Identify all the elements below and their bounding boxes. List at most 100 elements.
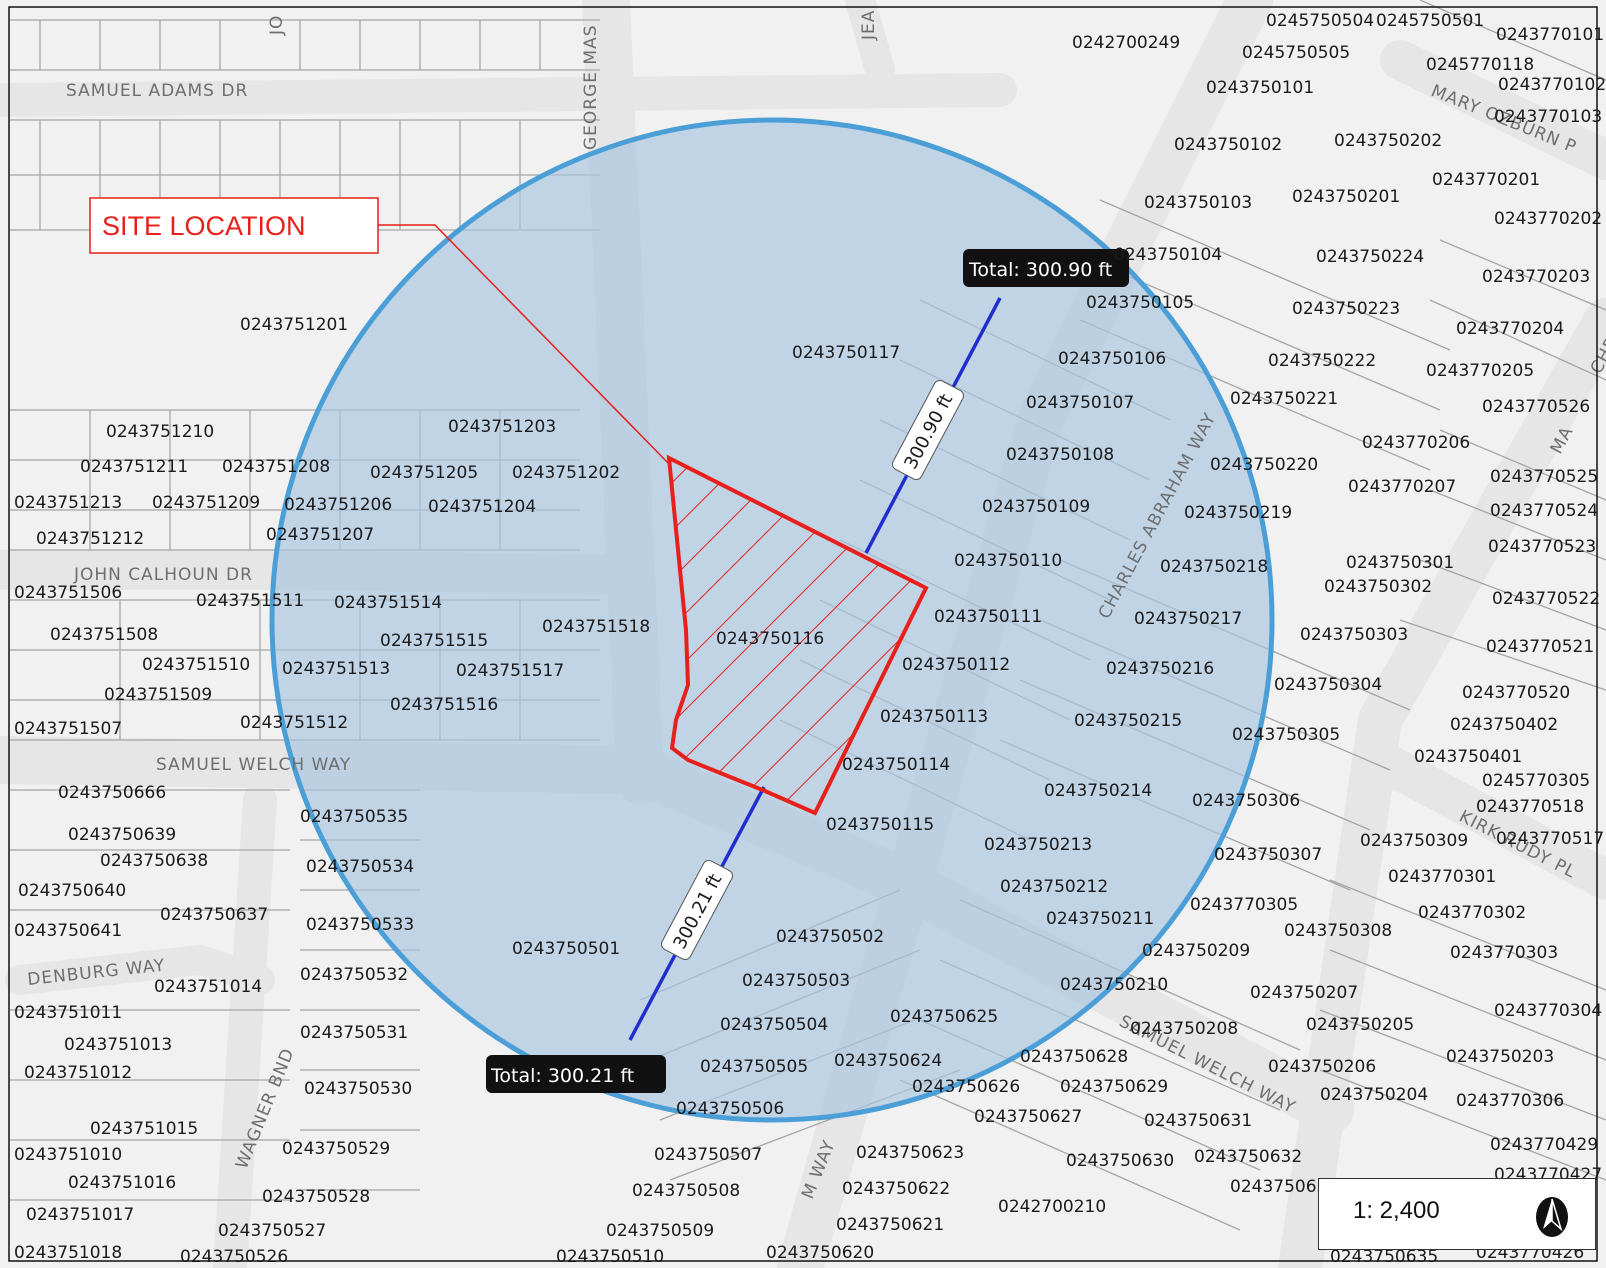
site-leader-line (378, 224, 672, 467)
parcel-label: 0243770203 (1482, 267, 1590, 287)
parcel-label: 0243750506 (676, 1099, 784, 1119)
parcel-label: 0243751508 (50, 625, 158, 645)
parcel-label: 0243770206 (1362, 433, 1470, 453)
parcel-label: 0243751205 (370, 463, 478, 483)
parcel-label: 0243750207 (1250, 983, 1358, 1003)
parcel-label: 0243751507 (14, 719, 122, 739)
parcel-label: 0243750214 (1044, 781, 1152, 801)
parcel-label: 0243750209 (1142, 941, 1250, 961)
street-label: GEORGE MAS (581, 24, 601, 150)
parcel-label: 0243750203 (1446, 1047, 1554, 1067)
parcel-label: 0243770520 (1462, 683, 1570, 703)
parcel-label: 0243750640 (18, 881, 126, 901)
parcel-label: 0243750531 (300, 1023, 408, 1043)
parcel-label: 0243750625 (890, 1007, 998, 1027)
parcel-label: 0243750641 (14, 921, 122, 941)
parcel-label: 0245750504 (1266, 11, 1374, 31)
parcel-label: 0243750666 (58, 783, 166, 803)
parcel-label: 0243750204 (1320, 1085, 1428, 1105)
parcel-label: 0243751010 (14, 1145, 122, 1165)
street-label: JOHN CALHOUN DR (73, 565, 253, 585)
parcel-label: 0243750103 (1144, 193, 1252, 213)
parcel-label: 0243751201 (240, 315, 348, 335)
parcel-label: 0243750224 (1316, 247, 1424, 267)
parcel-label: 0243750115 (826, 815, 934, 835)
parcel-label: 0243751510 (142, 655, 250, 675)
parcel-label: 0243750304 (1274, 675, 1382, 695)
parcel-label: 0243750307 (1214, 845, 1322, 865)
parcel-label: 0243751204 (428, 497, 536, 517)
parcel-label: 0243770101 (1496, 25, 1604, 45)
parcel-label: 0243750222 (1268, 351, 1376, 371)
parcel-label: 0243770429 (1490, 1135, 1598, 1155)
site-polygon[interactable] (666, 454, 929, 816)
parcel-label: 0243750631 (1144, 1111, 1252, 1131)
parcel-label: 0243770204 (1456, 319, 1564, 339)
parcel-label: 0243750501 (512, 939, 620, 959)
parcel-label: 0243770521 (1486, 637, 1594, 657)
parcel-label: 0243750529 (282, 1139, 390, 1159)
parcel-label: 0243751509 (104, 685, 212, 705)
parcel-label: 0243750628 (1020, 1047, 1128, 1067)
parcel-label: 0243750629 (1060, 1077, 1168, 1097)
parcel-label: 0243751506 (14, 583, 122, 603)
parcel-label: 0243750503 (742, 971, 850, 991)
parcel-label: 0243750533 (306, 915, 414, 935)
parcel-label: 0242700249 (1072, 33, 1180, 53)
parcel-label: 0243751202 (512, 463, 620, 483)
parcel-label: 0243750401 (1414, 747, 1522, 767)
parcel-label: 0243770304 (1494, 1001, 1602, 1021)
parcel-label: 0243750211 (1046, 909, 1154, 929)
parcel-label: 0243750528 (262, 1187, 370, 1207)
parcel-label: 0243750110 (954, 551, 1062, 571)
parcel-label: 0243750206 (1268, 1057, 1376, 1077)
parcel-label: 0245750505 (1242, 43, 1350, 63)
parcel-label: 0243750105 (1086, 293, 1194, 313)
street-label: JEA (859, 10, 879, 41)
scale-label: 1: 2,400 (1353, 1197, 1440, 1224)
parcel-label: 0243750109 (982, 497, 1090, 517)
parcel-label: 0243750201 (1292, 187, 1400, 207)
parcel-label: 0243750638 (100, 851, 208, 871)
parcel-label: 0243751013 (64, 1035, 172, 1055)
parcel-label: 0243751516 (390, 695, 498, 715)
parcel-label: 0243751211 (80, 457, 188, 477)
parcel-label: 0243750508 (632, 1181, 740, 1201)
parcel-label: 0242700210 (998, 1197, 1106, 1217)
total-top-bg (963, 249, 1129, 287)
parcel-label: 0243750510 (556, 1247, 664, 1267)
parcel-label: 0243750532 (300, 965, 408, 985)
parcel-label: 0243750303 (1300, 625, 1408, 645)
north-arrow-icon (1536, 1197, 1568, 1237)
parcel-label: 0243750623 (856, 1143, 964, 1163)
parcel-label: 0243750302 (1324, 577, 1432, 597)
parcel-label: 0243770525 (1490, 467, 1598, 487)
parcel-label: 0243750205 (1306, 1015, 1414, 1035)
parcel-label: 0243750527 (218, 1221, 326, 1241)
parcel-label: 0243751208 (222, 457, 330, 477)
parcel-label: 0243751512 (240, 713, 348, 733)
parcel-label: 0243750530 (304, 1079, 412, 1099)
parcel-label: 0243751209 (152, 493, 260, 513)
parcel-label: 0243751012 (24, 1063, 132, 1083)
parcel-label: 0243770201 (1432, 170, 1540, 190)
parcel-label: 0243750507 (654, 1145, 762, 1165)
parcel-label: 0243750215 (1074, 711, 1182, 731)
parcel-label: 0245750501 (1376, 11, 1484, 31)
parcel-label: 0243750622 (842, 1179, 950, 1199)
parcel-label: 0243770202 (1494, 209, 1602, 229)
parcel-label: 0243750627 (974, 1107, 1082, 1127)
parcel-label: 0243751511 (196, 591, 304, 611)
parcel-label: 0243750112 (902, 655, 1010, 675)
parcel-label: 0243750534 (306, 857, 414, 877)
parcel-label: 0243751517 (456, 661, 564, 681)
parcel-label: 0243750108 (1006, 445, 1114, 465)
parcel-label: 0243750306 (1192, 791, 1300, 811)
total-top-label: Total: 300.90 ft (968, 259, 1112, 281)
scale-box: 1: 2,400 (1318, 1178, 1596, 1250)
parcel-label: 0243750502 (776, 927, 884, 947)
parcel-label: 0243750632 (1194, 1147, 1302, 1167)
parcel-label: 0243750212 (1000, 877, 1108, 897)
parcel-label: 0243751518 (542, 617, 650, 637)
